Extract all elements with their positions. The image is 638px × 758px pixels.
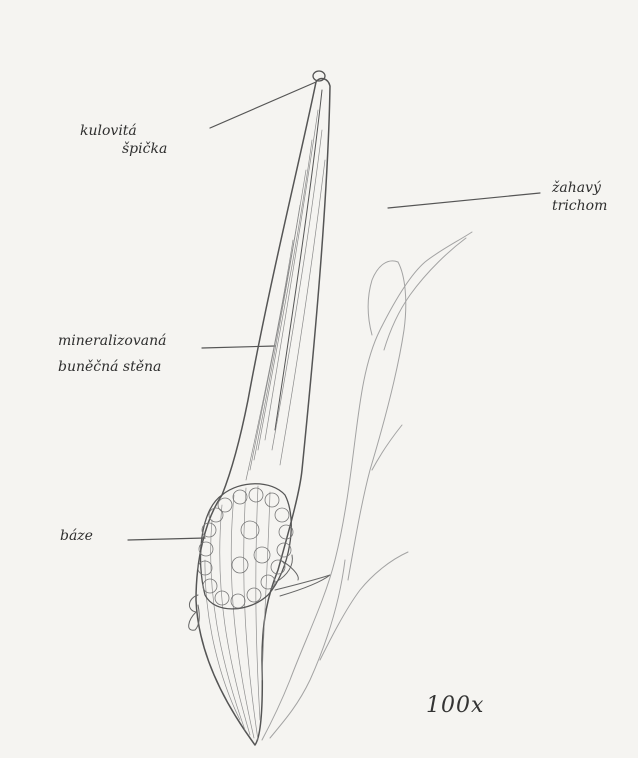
base-striations <box>205 486 270 740</box>
label-trichome-line1: žahavý <box>552 180 607 198</box>
leader-line-base <box>128 538 205 540</box>
label-wall-line1: mineralizovaná <box>58 333 166 351</box>
leader-line-tip <box>210 82 316 128</box>
leader-line-trichome <box>388 193 540 208</box>
label-base: báze <box>60 528 93 546</box>
label-wall-line2: buněčná stěna <box>58 359 166 377</box>
leader-line-wall <box>202 346 275 348</box>
label-tip-line1: kulovitá <box>80 123 167 141</box>
label-trichome: žahavý trichom <box>552 180 607 215</box>
label-tip-line2: špička <box>122 141 167 159</box>
magnification-label: 100x <box>426 692 484 720</box>
cell-wall-line <box>275 90 322 430</box>
label-trichome-line2: trichom <box>552 198 607 216</box>
trichome-outline <box>196 79 330 745</box>
label-tip: kulovitá špička <box>80 123 167 158</box>
label-cell-wall: mineralizovaná buněčná stěna <box>58 333 166 376</box>
